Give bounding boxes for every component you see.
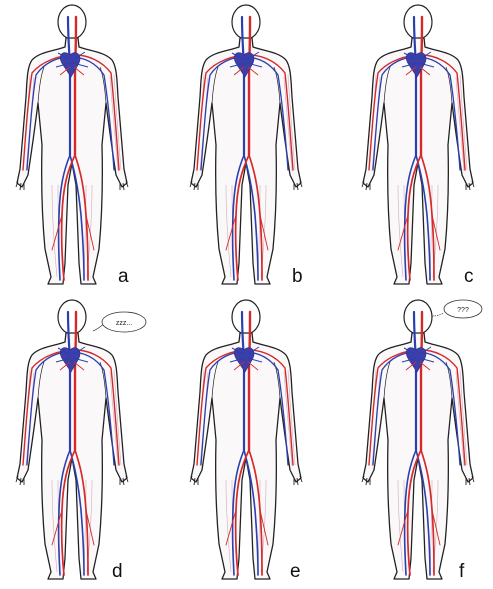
- panel-e: [190, 300, 302, 579]
- human-silhouette-icon: [362, 5, 474, 284]
- panel-label-c: c: [464, 266, 474, 287]
- speech-bubble-f: ???: [432, 300, 482, 318]
- panel-label-a: a: [118, 266, 129, 287]
- speech-bubble-d: zzz...: [93, 312, 146, 332]
- speech-bubble-text-d: zzz...: [116, 320, 132, 327]
- panel-c: [362, 5, 474, 284]
- panel-label-f: f: [459, 561, 465, 582]
- human-silhouette-icon: [190, 5, 302, 284]
- panel-label-e: e: [290, 561, 301, 582]
- panel-d: [16, 300, 128, 579]
- speech-bubble-text-f: ???: [457, 307, 469, 314]
- panel-f: [362, 300, 474, 579]
- human-silhouette-icon: [190, 300, 302, 579]
- human-silhouette-icon: [16, 300, 128, 579]
- human-silhouette-icon: [362, 300, 474, 579]
- panel-a: [16, 5, 128, 284]
- human-silhouette-icon: [16, 5, 128, 284]
- panel-label-d: d: [112, 561, 123, 582]
- panel-b: [190, 5, 302, 284]
- panel-label-b: b: [292, 266, 303, 287]
